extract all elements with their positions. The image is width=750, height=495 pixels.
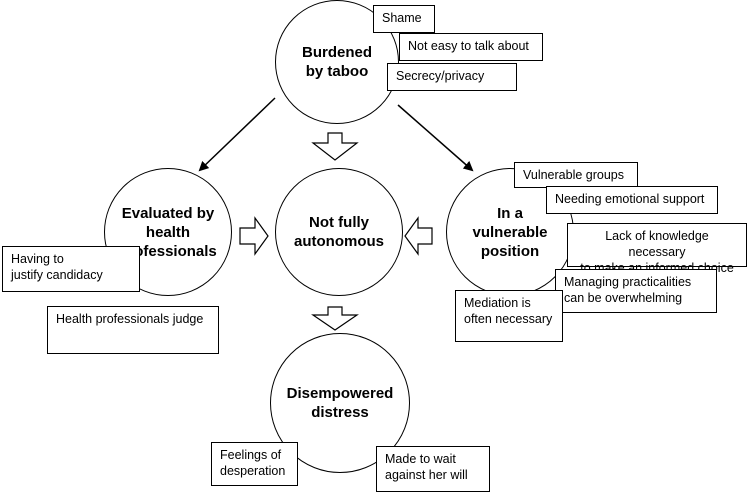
node-vulnerable-position-label: In a vulnerable position [472, 204, 548, 260]
block-arrow-vulnerable-to-autonomous [404, 216, 433, 256]
box-needing-emotional-support: Needing emotional support [546, 186, 718, 214]
node-not-fully-autonomous: Not fully autonomous [275, 168, 403, 296]
box-lack-of-knowledge: Lack of knowledge necessary to make an i… [567, 223, 747, 275]
box-managing-practicalities: Managing practicalities can be overwhelm… [555, 269, 717, 313]
box-shame: Shame [373, 5, 435, 33]
node-burdened-by-taboo-label: Burdened by taboo [301, 44, 372, 80]
box-not-easy-to-talk-about: Not easy to talk about [399, 33, 543, 61]
node-burdened-by-taboo: Burdened by taboo [275, 0, 399, 124]
box-mediation-often-necessary: Mediation is often necessary [455, 290, 563, 342]
node-disempowered-distress-label: Disempowered distress [286, 385, 394, 421]
node-not-fully-autonomous-label: Not fully autonomous [294, 214, 384, 250]
node-evaluated-label: Evaluated by health professionals [119, 204, 217, 260]
box-having-to-justify-candidacy: Having to justify candidacy [2, 246, 140, 292]
block-arrow-evaluated-to-autonomous [239, 216, 269, 256]
box-health-professionals-judge: Health professionals judge [47, 306, 219, 354]
box-feelings-of-desperation: Feelings of desperation [211, 442, 298, 486]
block-arrow-autonomous-to-disempowered [311, 306, 359, 331]
box-secrecy-privacy: Secrecy/privacy [387, 63, 517, 91]
box-vulnerable-groups: Vulnerable groups [514, 162, 638, 188]
arrow-taboo-to-evaluated [198, 97, 276, 172]
box-made-to-wait: Made to wait against her will [376, 446, 490, 492]
arrow-taboo-to-vulnerable [397, 104, 474, 172]
block-arrow-taboo-to-autonomous [311, 132, 359, 161]
